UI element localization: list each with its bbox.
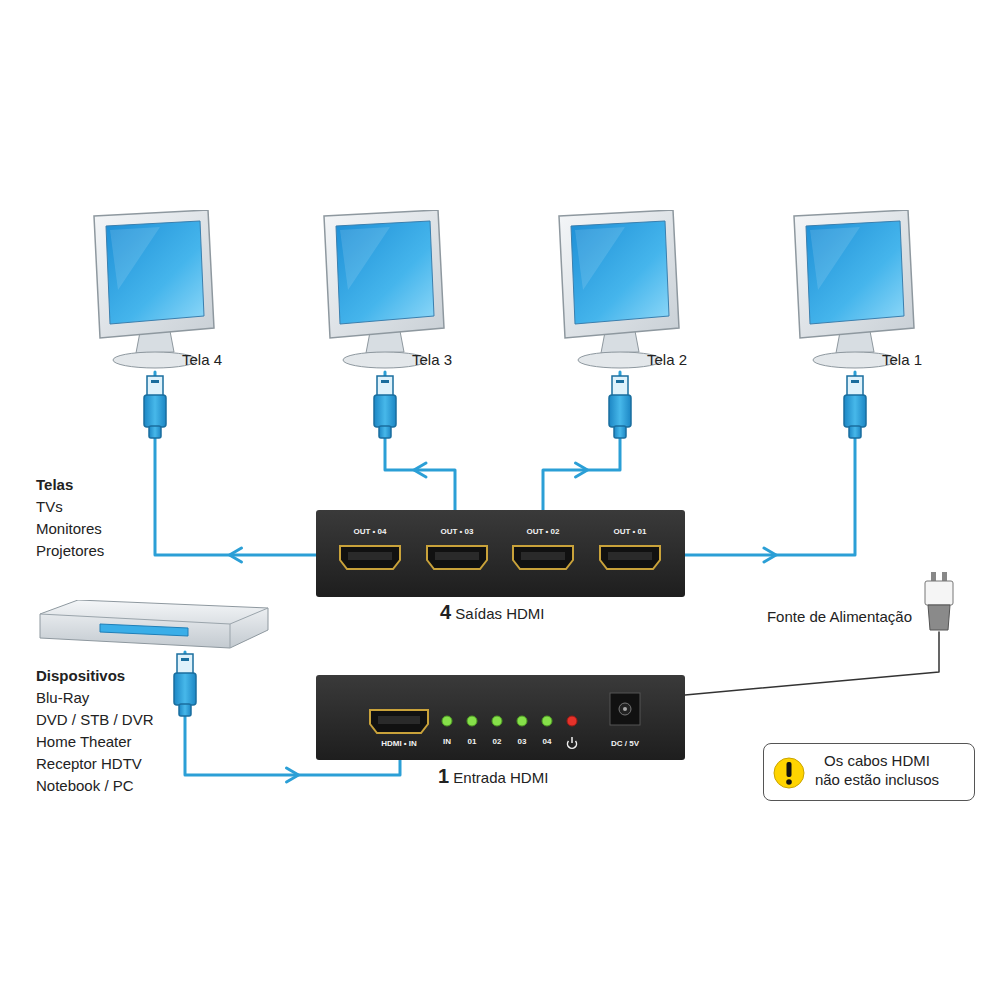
arrow-head [576,463,588,477]
warning-icon [772,756,806,790]
monitor-drawing [555,210,695,372]
arrow-head [287,768,299,782]
screen-label: Tela 2 [647,351,687,368]
port-label: HDMI • IN [362,739,436,748]
bluray-player [38,600,270,652]
side-label: Projetores [36,542,104,559]
port-label: DC / 5V [600,739,650,748]
monitor: Tela 2 [555,210,695,372]
power-label: Fonte de Alimentação [767,608,912,625]
hdmi-plug [844,376,866,438]
list-item: Receptor HDTV [36,755,142,772]
warning-text: Os cabos HDMI não estão inclusos [812,751,942,789]
side-label: TVs [36,498,63,515]
list-heading: Dispositivos [36,667,125,684]
cable-line [685,632,939,695]
monitor-drawing [790,210,930,372]
port-label: OUT • 03 [427,527,487,536]
screen-label: Tela 3 [412,351,452,368]
cable-line [543,372,620,510]
hdmi-plug [174,654,196,716]
list-item: Notebook / PC [36,777,134,794]
hdmi-cable [155,372,316,562]
arrow-head [764,548,776,562]
arrow-head [230,548,242,562]
led-label: 04 [536,737,558,746]
device-box: Fonte de Alimentação [922,572,956,632]
port-label: OUT • 02 [513,527,573,536]
warning-box: Os cabos HDMI não estão inclusos [763,743,975,801]
list-item: Home Theater [36,733,132,750]
hdmi-plug [374,376,396,438]
monitor: Tela 3 [320,210,460,372]
device-box: OUT • 04OUT • 03OUT • 02OUT • 014 Saídas… [316,510,685,597]
hdmi-plug [144,376,166,438]
hdmi-cable [685,372,855,562]
monitor-drawing [320,210,460,372]
arrow-head [414,463,426,477]
list-item: DVD / STB / DVR [36,711,154,728]
monitor: Tela 1 [790,210,930,372]
splitter-panel [316,510,685,597]
device-box: HDMI • ININ01020304DC / 5V1 Entrada HDMI [316,675,685,760]
hdmi-cable [385,372,455,510]
monitor: Tela 4 [90,210,230,372]
list-item: Blu-Ray [36,689,89,706]
monitor-drawing [90,210,230,372]
device-box: DispositivosBlu-RayDVD / STB / DVRHome T… [38,600,270,652]
panel-caption: 1 Entrada HDMI [438,765,548,788]
power-plug [922,572,956,632]
led-label: 03 [511,737,533,746]
port-label: OUT • 04 [340,527,400,536]
side-label: Telas [36,476,73,493]
hdmi-plug [609,376,631,438]
hdmi-cable [543,372,620,510]
hdmi-cable [685,632,939,695]
cable-line [685,372,855,555]
led-label: 02 [486,737,508,746]
cable-line [385,372,455,510]
side-label: Monitores [36,520,102,537]
screen-label: Tela 4 [182,351,222,368]
led-label: 01 [461,737,483,746]
led-label: IN [436,737,458,746]
cable-line [155,372,316,555]
screen-label: Tela 1 [882,351,922,368]
port-label: OUT • 01 [600,527,660,536]
panel-caption: 4 Saídas HDMI [440,601,545,624]
